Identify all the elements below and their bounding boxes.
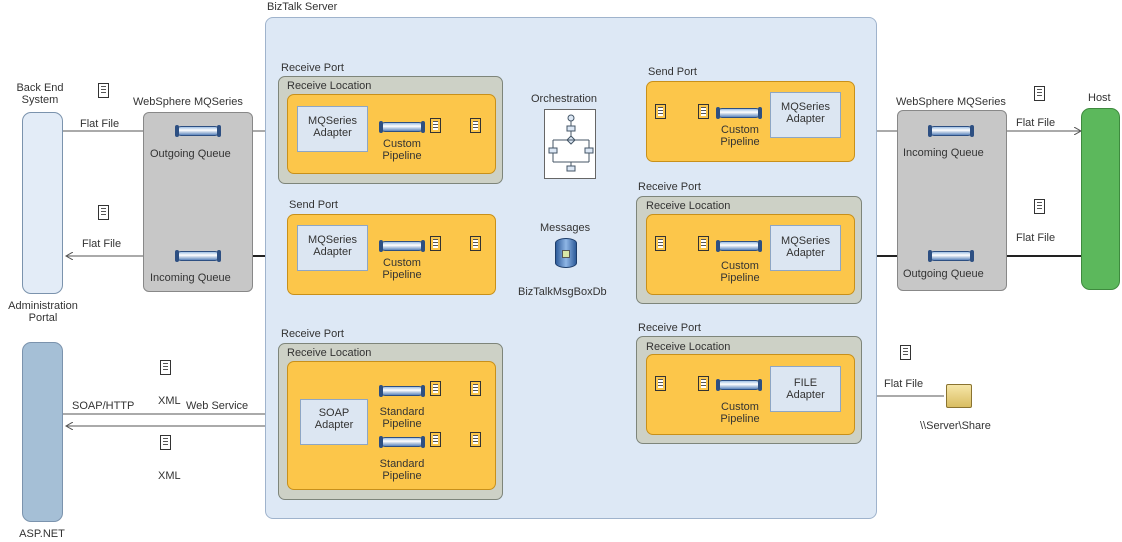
mqseries-adapter-3 [770, 92, 841, 138]
message-doc-icon [430, 118, 441, 133]
backend-system-title: Back End System [16, 82, 64, 106]
message-doc-icon [430, 381, 441, 396]
mqseries-adapter-2-label: MQSeries Adapter [308, 234, 357, 258]
mq-left-incoming-label: Incoming Queue [150, 272, 231, 284]
pipeline-icon [379, 121, 425, 133]
flat-file-icon [98, 205, 109, 220]
receive-port-1-title: Receive Port [281, 62, 344, 74]
send-port-right-title: Send Port [648, 66, 697, 78]
message-doc-icon [430, 432, 441, 447]
custom-pipeline-5-label: Custom Pipeline [720, 401, 760, 425]
message-doc-icon [698, 236, 709, 251]
pipeline-icon [716, 107, 762, 119]
host-bar [1081, 108, 1120, 290]
msgbox-label: BizTalkMsgBoxDb [518, 286, 607, 298]
share-path-label: \\Server\Share [920, 420, 991, 432]
flat-file-label-right-top: Flat File [1016, 117, 1056, 129]
mq-left-panel [143, 112, 253, 292]
xml-doc-icon [160, 435, 171, 450]
mqseries-adapter-3-label: MQSeries Adapter [781, 101, 830, 125]
message-doc-icon [698, 104, 709, 119]
pipeline-icon [716, 379, 762, 391]
mq-right-incoming-label: Incoming Queue [903, 147, 984, 159]
orchestration-flow-icon [548, 114, 594, 172]
custom-pipeline-1-label: Custom Pipeline [382, 138, 422, 162]
receive-location-3-title: Receive Location [287, 347, 372, 359]
host-title: Host [1088, 92, 1111, 104]
message-doc-icon [655, 236, 666, 251]
file-adapter-label: FILE Adapter [786, 377, 825, 401]
flat-file-label-share: Flat File [884, 378, 924, 390]
flat-file-icon [98, 83, 109, 98]
flat-file-icon [1034, 199, 1045, 214]
pipeline-icon [716, 240, 762, 252]
flat-file-label-left-bottom: Flat File [82, 238, 122, 250]
msgbox-badge-icon [562, 250, 570, 258]
mq-left-title: WebSphere MQSeries [133, 96, 243, 108]
biztalk-server-title: BizTalk Server [267, 1, 338, 13]
xml-label-top: XML [158, 395, 181, 407]
custom-pipeline-2-label: Custom Pipeline [382, 257, 422, 281]
message-doc-icon [655, 376, 666, 391]
message-doc-icon [698, 376, 709, 391]
receive-port-2-title: Receive Port [638, 181, 701, 193]
web-service-label: Web Service [186, 400, 249, 412]
receive-port-3-title: Receive Port [281, 328, 344, 340]
mq-right-panel [897, 110, 1007, 291]
message-doc-icon [430, 236, 441, 251]
soap-http-label: SOAP/HTTP [72, 400, 135, 412]
standard-pipeline-1-label: Standard Pipeline [379, 406, 425, 430]
receive-location-1-title: Receive Location [287, 80, 372, 92]
orchestration-title: Orchestration [531, 93, 598, 105]
message-doc-icon [470, 381, 481, 396]
flat-file-icon [900, 345, 911, 360]
soap-adapter [300, 399, 368, 445]
receive-location-2-title: Receive Location [646, 200, 731, 212]
orchestration-shape [544, 109, 596, 179]
xml-doc-icon [160, 360, 171, 375]
soap-adapter-label: SOAP Adapter [314, 407, 354, 431]
pipeline-icon [379, 436, 425, 448]
message-doc-icon [470, 236, 481, 251]
pipeline-icon [379, 240, 425, 252]
aspnet-label: ASP.NET [19, 528, 65, 540]
flat-file-label-right-bottom: Flat File [1016, 232, 1056, 244]
mqseries-adapter-1 [297, 106, 368, 152]
receive-location-4-title: Receive Location [646, 341, 731, 353]
xml-label-bottom: XML [158, 470, 181, 482]
mq-right-title: WebSphere MQSeries [896, 96, 1006, 108]
mq-left-outgoing-label: Outgoing Queue [150, 148, 231, 160]
pipeline-icon [379, 385, 425, 397]
mqseries-adapter-1-label: MQSeries Adapter [308, 115, 357, 139]
admin-portal-bar [22, 342, 63, 522]
custom-pipeline-3-label: Custom Pipeline [720, 124, 760, 148]
admin-portal-title: Administration Portal [8, 300, 78, 324]
mqseries-adapter-4-label: MQSeries Adapter [781, 235, 830, 259]
send-port-left-title: Send Port [289, 199, 338, 211]
mq-left-incoming-queue-icon [175, 250, 221, 262]
mq-right-outgoing-label: Outgoing Queue [903, 268, 984, 280]
message-doc-icon [655, 104, 666, 119]
flat-file-label-left-top: Flat File [80, 118, 120, 130]
folder-icon [946, 384, 972, 408]
mq-left-outgoing-queue-icon [175, 125, 221, 137]
mq-right-incoming-queue-icon [928, 125, 974, 137]
mqseries-adapter-2 [297, 225, 368, 271]
receive-port-4-title: Receive Port [638, 322, 701, 334]
backend-system-bar [22, 112, 63, 294]
file-adapter [770, 366, 841, 412]
standard-pipeline-2-label: Standard Pipeline [379, 458, 425, 482]
custom-pipeline-4-label: Custom Pipeline [720, 260, 760, 284]
mqseries-adapter-4 [770, 225, 841, 271]
message-doc-icon [470, 118, 481, 133]
mq-right-outgoing-queue-icon [928, 250, 974, 262]
message-doc-icon [470, 432, 481, 447]
flat-file-icon [1034, 86, 1045, 101]
messages-label: Messages [540, 222, 591, 234]
